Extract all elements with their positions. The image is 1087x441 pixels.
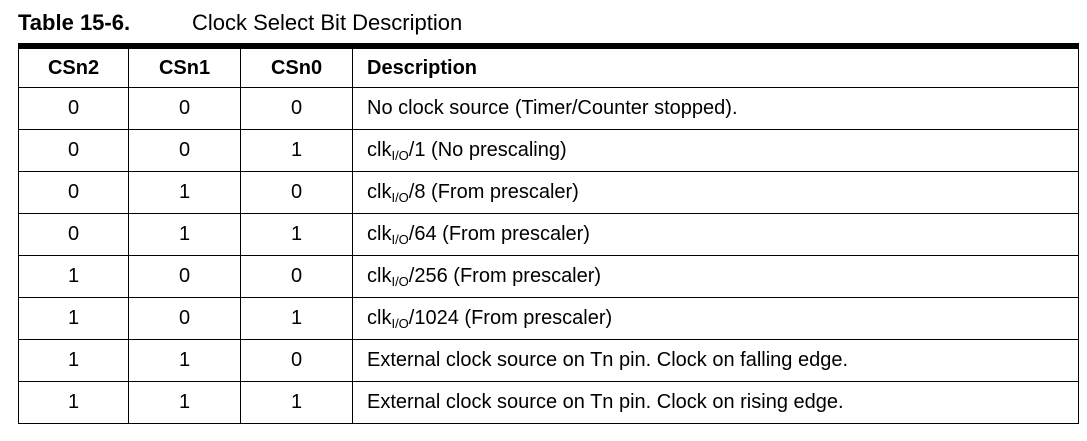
divider-text: /1 (No prescaling) bbox=[408, 139, 567, 161]
cell-csn2: 1 bbox=[18, 255, 129, 298]
cell-csn2: 0 bbox=[18, 87, 129, 130]
cell-description: clkI/O/1024 (From prescaler) bbox=[352, 297, 1079, 340]
io-subscript: I/O bbox=[391, 190, 409, 205]
cell-csn1: 1 bbox=[128, 381, 241, 424]
table-row: 1 0 1 clkI/O/1024 (From prescaler) bbox=[18, 297, 1079, 340]
cell-csn1: 0 bbox=[128, 297, 241, 340]
cell-csn0: 1 bbox=[240, 381, 353, 424]
header-csn1: CSn1 bbox=[128, 46, 241, 88]
cell-csn2: 0 bbox=[18, 171, 129, 214]
cell-csn0: 1 bbox=[240, 297, 353, 340]
cell-description: clkI/O/1 (No prescaling) bbox=[352, 129, 1079, 172]
cell-csn0: 0 bbox=[240, 87, 353, 130]
cell-csn0: 1 bbox=[240, 213, 353, 256]
clk-text: clk bbox=[367, 181, 392, 203]
cell-csn1: 1 bbox=[128, 339, 241, 382]
cell-csn2: 1 bbox=[18, 381, 129, 424]
cell-csn2: 0 bbox=[18, 213, 129, 256]
cell-description: External clock source on Tn pin. Clock o… bbox=[352, 381, 1079, 424]
table-row: 0 0 1 clkI/O/1 (No prescaling) bbox=[18, 129, 1079, 172]
divider-text: /64 (From prescaler) bbox=[408, 223, 590, 245]
clock-select-table: CSn2 CSn1 CSn0 Description 0 0 0 No cloc… bbox=[18, 43, 1079, 424]
cell-csn0: 0 bbox=[240, 339, 353, 382]
header-csn2: CSn2 bbox=[18, 46, 129, 88]
table-number: Table 15-6. bbox=[18, 10, 131, 35]
io-subscript: I/O bbox=[391, 232, 409, 247]
table-header-row: CSn2 CSn1 CSn0 Description bbox=[18, 46, 1079, 88]
divider-text: /256 (From prescaler) bbox=[408, 265, 602, 287]
cell-csn1: 1 bbox=[128, 213, 241, 256]
divider-text: /8 (From prescaler) bbox=[408, 181, 579, 203]
cell-description: External clock source on Tn pin. Clock o… bbox=[352, 339, 1079, 382]
header-csn0: CSn0 bbox=[240, 46, 353, 88]
table-row: 1 1 0 External clock source on Tn pin. C… bbox=[18, 339, 1079, 382]
cell-description: clkI/O/8 (From prescaler) bbox=[352, 171, 1079, 214]
cell-csn2: 1 bbox=[18, 297, 129, 340]
table-row: 0 1 1 clkI/O/64 (From prescaler) bbox=[18, 213, 1079, 256]
table-row: 0 0 0 No clock source (Timer/Counter sto… bbox=[18, 87, 1079, 130]
cell-csn0: 0 bbox=[240, 255, 353, 298]
clk-text: clk bbox=[367, 223, 392, 245]
io-subscript: I/O bbox=[391, 316, 409, 331]
clk-text: clk bbox=[367, 265, 392, 287]
table-row: 1 1 1 External clock source on Tn pin. C… bbox=[18, 381, 1079, 424]
divider-text: /1024 (From prescaler) bbox=[408, 307, 613, 329]
cell-csn0: 0 bbox=[240, 171, 353, 214]
cell-csn2: 1 bbox=[18, 339, 129, 382]
cell-description: clkI/O/256 (From prescaler) bbox=[352, 255, 1079, 298]
table-title: Clock Select Bit Description bbox=[192, 10, 463, 35]
cell-csn1: 0 bbox=[128, 255, 241, 298]
cell-description: No clock source (Timer/Counter stopped). bbox=[352, 87, 1079, 130]
clk-text: clk bbox=[367, 139, 392, 161]
header-description: Description bbox=[352, 46, 1079, 88]
cell-description: clkI/O/64 (From prescaler) bbox=[352, 213, 1079, 256]
cell-csn0: 1 bbox=[240, 129, 353, 172]
cell-csn2: 0 bbox=[18, 129, 129, 172]
io-subscript: I/O bbox=[391, 274, 409, 289]
clk-text: clk bbox=[367, 307, 392, 329]
table-row: 0 1 0 clkI/O/8 (From prescaler) bbox=[18, 171, 1079, 214]
table-caption: Table 15-6. Clock Select Bit Description bbox=[18, 8, 462, 38]
cell-csn1: 1 bbox=[128, 171, 241, 214]
cell-csn1: 0 bbox=[128, 129, 241, 172]
io-subscript: I/O bbox=[391, 148, 409, 163]
cell-csn1: 0 bbox=[128, 87, 241, 130]
table-row: 1 0 0 clkI/O/256 (From prescaler) bbox=[18, 255, 1079, 298]
